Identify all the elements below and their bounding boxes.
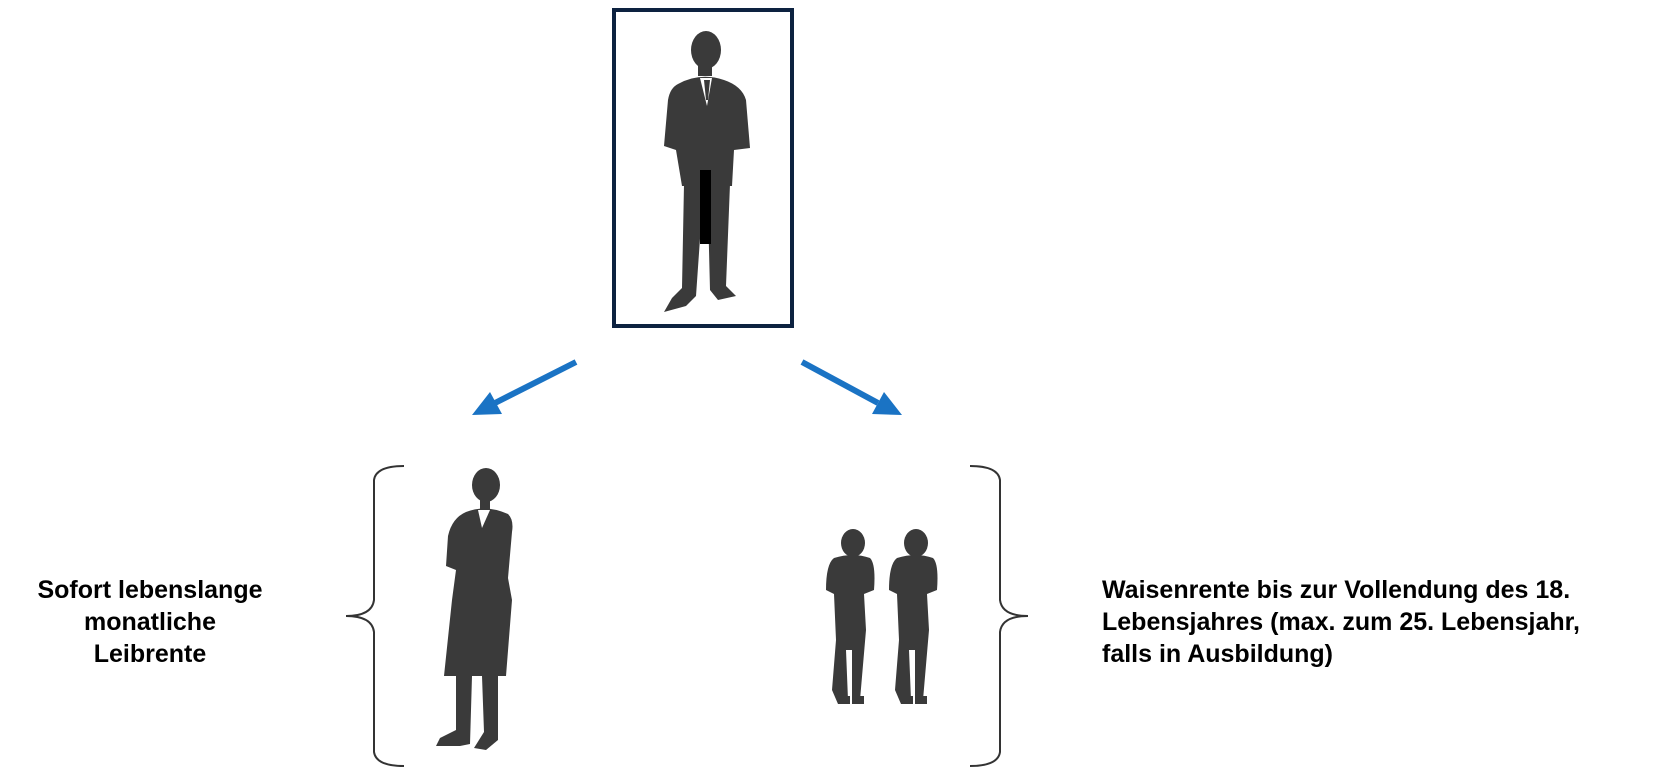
man-silhouette-icon <box>664 31 750 312</box>
two-children-silhouette-icon <box>826 529 938 704</box>
woman-silhouette-icon <box>436 468 513 750</box>
child-right <box>889 529 938 704</box>
right-brace <box>969 465 1029 767</box>
orphan-pension-label: Waisenrente bis zur Vollendung des 18. L… <box>1102 576 1580 668</box>
arrow-right <box>800 359 902 415</box>
left-brace <box>345 465 405 767</box>
top-figure <box>612 8 794 328</box>
child-left <box>826 529 875 704</box>
arrow-left <box>472 359 578 415</box>
widow-pension-label: Sofort lebenslange monatliche Leibrente <box>37 576 263 668</box>
